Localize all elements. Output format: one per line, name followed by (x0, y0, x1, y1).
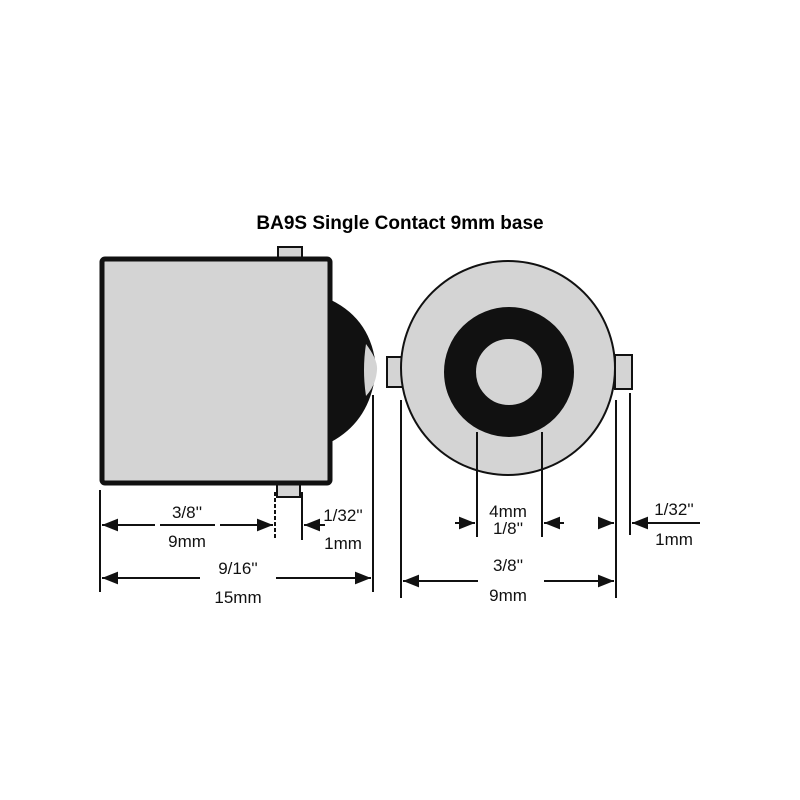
contact-ring (444, 307, 574, 437)
base-body (99, 256, 333, 486)
right-pin (614, 354, 633, 390)
diameter-mm: 9mm (489, 586, 527, 605)
end-pin-mm: 1mm (655, 530, 693, 549)
total-length-inch: 9/16'' (218, 559, 258, 578)
glass-dome (331, 300, 376, 442)
base-circle (400, 260, 616, 476)
side-pin-inch: 1/32'' (323, 506, 363, 525)
contact-inch: 1/8'' (493, 519, 523, 538)
base-length-inch: 3/8'' (172, 503, 202, 522)
diameter-inch: 3/8'' (493, 556, 523, 575)
diagram-title: BA9S Single Contact 9mm base (256, 213, 543, 234)
side-pin-mm: 1mm (324, 534, 362, 553)
end-pin-inch: 1/32'' (654, 500, 694, 519)
side-view: 3/8'' 9mm 1/32'' 1mm 9/16'' 15mm (99, 246, 378, 607)
end-view: 4mm 1/8'' 1/32'' 1mm 3/8'' 9mm (386, 260, 700, 605)
total-length-mm: 15mm (214, 588, 261, 607)
contact-lens (364, 344, 378, 396)
contact-mm: 4mm (489, 502, 527, 521)
base-length-mm: 9mm (168, 532, 206, 551)
